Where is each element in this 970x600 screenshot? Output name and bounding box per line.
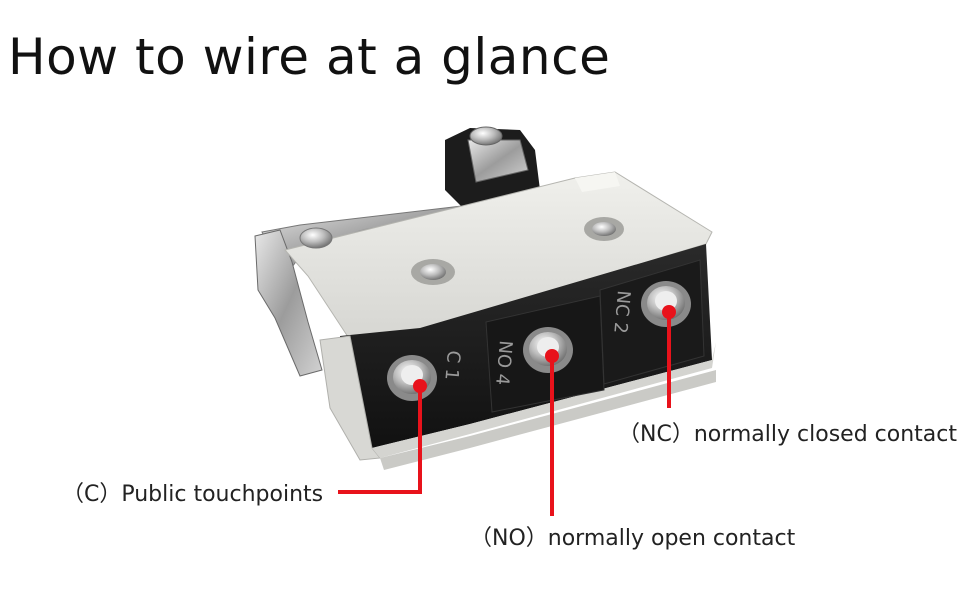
terminal-marking-nc: NC 2 [609, 290, 634, 335]
terminal-screw-nc [641, 281, 691, 327]
terminal-screw-no [523, 327, 573, 373]
leader-nc [662, 305, 676, 408]
page-title: How to wire at a glance [8, 28, 611, 86]
callout-no-normally-open: （NO）normally open contact [470, 526, 796, 551]
terminal-marking-c: C 1 [440, 350, 464, 381]
side-bracket [254, 229, 323, 377]
leader-c [338, 379, 427, 494]
callout-nc-normally-closed: （NC）normally closed contact [618, 422, 957, 447]
terminal-marking-no: NO 4 [491, 340, 516, 386]
terminal-screw-c [387, 355, 437, 401]
leader-no [545, 349, 559, 516]
callout-c-public-touchpoints: （C）Public touchpoints [62, 482, 324, 507]
